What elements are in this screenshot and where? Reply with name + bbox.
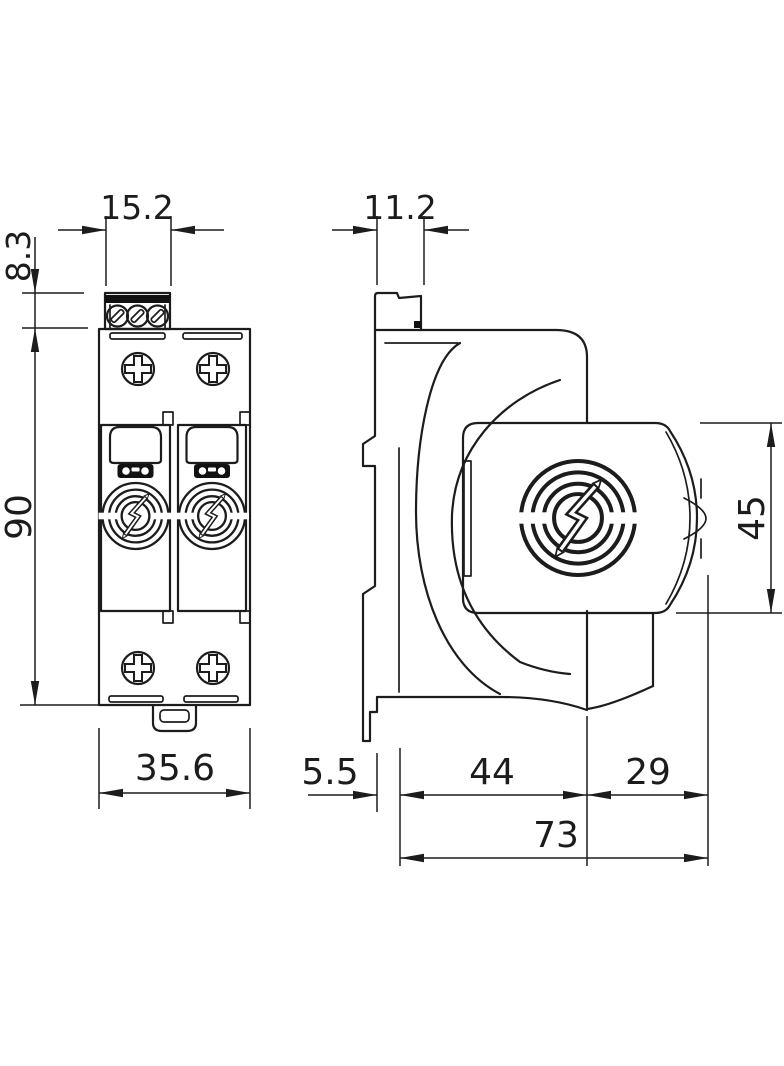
label-window [185, 425, 239, 465]
dim-label: 45 [732, 495, 773, 541]
dimensions: 15.2 8.3 90 35.6 [0, 188, 782, 866]
dim-label: 35.6 [135, 748, 215, 789]
dim-label: 5.5 [301, 752, 358, 793]
terminal-screw-icon [125, 304, 150, 328]
dim-label: 90 [0, 494, 40, 540]
din-foot [151, 703, 198, 733]
base-cradle-curve [450, 378, 572, 676]
vent-slot [109, 332, 166, 340]
release-latch [683, 478, 707, 559]
dim-side-terminal-width: 11.2 [332, 188, 469, 285]
module-tab [162, 411, 174, 426]
lightning-logo-icon [175, 483, 249, 549]
status-indicator [117, 464, 154, 478]
vent-slot [108, 695, 164, 703]
din-rail-base [361, 328, 655, 743]
base-cradle-curve [414, 341, 502, 696]
plug-module [175, 411, 251, 624]
lightning-logo-icon [99, 483, 173, 549]
module-tab [162, 610, 174, 624]
dim-side-module-height: 45 [676, 422, 782, 614]
dim-label: 15.2 [100, 188, 173, 227]
dim-front-body-height: 90 [0, 494, 112, 706]
module-tab [239, 610, 251, 624]
label-window [108, 425, 163, 465]
module-side-slot [463, 460, 472, 577]
screw-icon [195, 650, 231, 686]
side-terminal-block [373, 291, 423, 332]
terminal-screw-icon [145, 304, 170, 328]
dim-front-terminal-height: 8.3 [0, 230, 88, 705]
vent-slot [183, 695, 239, 703]
side-view [361, 291, 707, 743]
plug-module [99, 411, 174, 624]
dim-label: 11.2 [363, 188, 436, 227]
dim-label: 73 [533, 815, 579, 856]
screw-icon [120, 351, 156, 387]
module-tab [239, 411, 251, 426]
side-plug-module [461, 421, 707, 615]
vent-slot [182, 332, 243, 340]
front-view [99, 291, 251, 733]
dim-front-body-width: 35.6 [98, 728, 251, 809]
terminal-block [103, 291, 172, 331]
dim-label: 29 [625, 752, 671, 793]
dim-side-chain: 5.5 44 29 [301, 575, 709, 866]
lightning-logo-icon [514, 461, 642, 575]
screw-icon [195, 351, 231, 387]
dim-label: 44 [469, 752, 515, 793]
dim-side-total-depth: 73 [400, 815, 708, 863]
screw-icon [120, 650, 156, 686]
dim-label: 8.3 [0, 230, 38, 282]
status-indicator [194, 464, 230, 478]
dim-front-terminal-width: 15.2 [58, 188, 224, 286]
